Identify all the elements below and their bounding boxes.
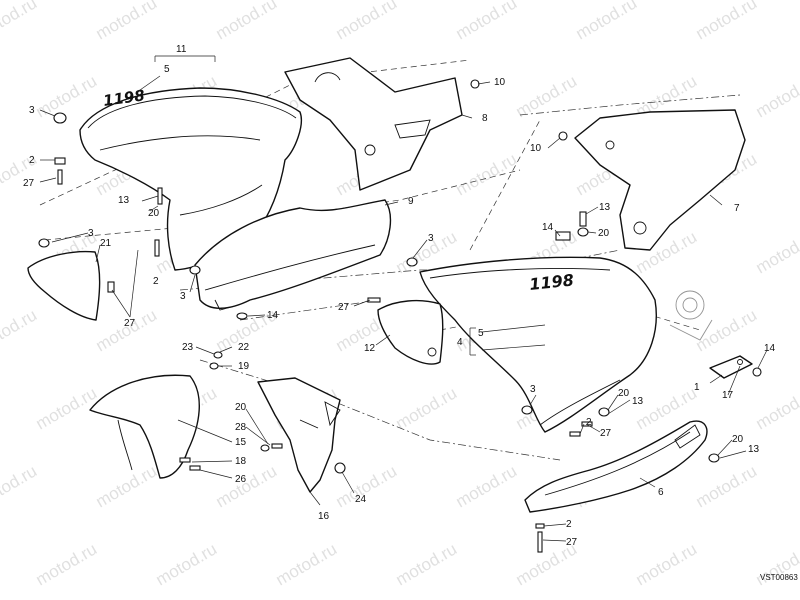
watermark-text: motod.ru <box>33 71 101 121</box>
callout-20-lower-left: 20 <box>235 402 247 413</box>
callout-27-upper-left: 27 <box>23 178 35 189</box>
callout-3-left: 3 <box>88 228 94 239</box>
callout-17: 17 <box>722 390 734 401</box>
watermark-text: motod.ru <box>93 0 161 43</box>
callout-13-lower: 13 <box>632 396 644 407</box>
part-side-fairing: 1198 <box>419 256 657 433</box>
callout-23: 23 <box>182 342 194 353</box>
part-front-mudguard <box>89 374 200 479</box>
callout-2-bottom: 2 <box>566 519 572 530</box>
watermark-text: motod.ru <box>753 71 800 121</box>
leader-lines <box>39 55 768 542</box>
watermark-text: motod.ru <box>33 383 101 433</box>
callout-16: 16 <box>318 511 330 522</box>
watermark-text: motod.ru <box>153 539 221 589</box>
hardware <box>38 79 762 553</box>
watermark-text: motod.ru <box>273 539 341 589</box>
callout-20-right: 20 <box>732 434 744 445</box>
callout-3-lower: 3 <box>530 384 536 395</box>
watermark-text: motod.ru <box>0 0 40 43</box>
callout-24: 24 <box>355 494 367 505</box>
watermark-text: motod.ru <box>453 149 521 199</box>
callout-2-left: 2 <box>153 276 159 287</box>
callout-9: 9 <box>408 196 414 207</box>
callout-13-upper-right: 13 <box>599 202 611 213</box>
callout-8: 8 <box>482 113 488 124</box>
watermark-text: motod.ru <box>393 539 461 589</box>
callout-10-right: 10 <box>530 143 542 154</box>
part-upper-panel <box>284 57 463 191</box>
tail-model-badge: 1198 <box>102 86 146 110</box>
callout-labels: 11 5 3 2 27 10 8 10 7 9 13 20 14 13 20 3… <box>23 44 776 548</box>
side-model-badge: 1198 <box>528 270 574 294</box>
watermark-text: motod.ru <box>213 461 281 511</box>
callout-5-side: 5 <box>478 328 484 339</box>
part-belly-pan <box>524 420 708 513</box>
callout-27-lower: 27 <box>600 428 612 439</box>
watermark-text: motod.ru <box>753 383 800 433</box>
callout-6: 6 <box>658 487 664 498</box>
watermark-text: motod.ru <box>393 383 461 433</box>
watermark-text: motod.ru <box>93 461 161 511</box>
part-bracket-12 <box>377 299 444 365</box>
callout-12: 12 <box>364 343 376 354</box>
callout-22: 22 <box>238 342 250 353</box>
watermark-text: motod.ru <box>453 0 521 43</box>
part-bracket-1 <box>709 355 753 379</box>
callout-3-upper-left: 3 <box>29 105 35 116</box>
watermark-text: motod.ru <box>0 461 40 511</box>
callout-14-mid: 14 <box>267 310 279 321</box>
callout-7: 7 <box>734 203 740 214</box>
watermark-text: motod.ru <box>633 539 701 589</box>
callout-20-left: 20 <box>148 208 160 219</box>
part-lower-liner <box>194 199 392 311</box>
callout-26: 26 <box>235 474 247 485</box>
watermark-text: motod.ru <box>693 461 761 511</box>
callout-27-mid: 27 <box>338 302 350 313</box>
callout-27-bottom: 27 <box>566 537 578 548</box>
part-left-cover-21 <box>27 250 101 321</box>
watermark-text: motod.ru <box>693 0 761 43</box>
callout-14-right: 14 <box>764 343 776 354</box>
callout-15: 15 <box>235 437 247 448</box>
callout-20-upper-right: 20 <box>598 228 610 239</box>
callout-11: 11 <box>176 44 187 55</box>
engine-ghost <box>669 290 713 341</box>
callout-19: 19 <box>238 361 250 372</box>
callout-13-left: 13 <box>118 195 130 206</box>
callout-18: 18 <box>235 456 247 467</box>
watermark-text: motod.ru <box>453 461 521 511</box>
watermark-text: motod.ru <box>33 539 101 589</box>
callout-4: 4 <box>457 337 463 348</box>
callout-10-upper: 10 <box>494 77 506 88</box>
callout-3-mid: 3 <box>428 233 434 244</box>
part-radiator-cover <box>257 377 341 493</box>
callout-21: 21 <box>100 238 112 249</box>
watermark-text: motod.ru <box>213 0 281 43</box>
drawing-code: VST00863 <box>760 573 798 582</box>
watermark-text: motod.ru <box>0 305 40 355</box>
callout-2-upper-left: 2 <box>29 155 35 166</box>
watermark-text: motod.ru <box>753 227 800 277</box>
watermark-text: motod.ru <box>513 71 581 121</box>
callout-27-left: 27 <box>124 318 136 329</box>
part-side-panel-right <box>574 109 746 251</box>
watermark-text: motod.ru <box>93 305 161 355</box>
callout-5-upper: 5 <box>164 64 170 75</box>
watermark-text: motod.ru <box>573 0 641 43</box>
callout-14-upper-right: 14 <box>542 222 554 233</box>
callout-20-lower: 20 <box>618 388 630 399</box>
watermark-text: motod.ru <box>333 0 401 43</box>
callout-28: 28 <box>235 422 247 433</box>
watermark-text: motod.ru <box>693 305 761 355</box>
callout-2-lower: 2 <box>586 417 592 428</box>
callout-3-center: 3 <box>180 291 186 302</box>
callout-13-right: 13 <box>748 444 760 455</box>
callout-1: 1 <box>694 382 700 393</box>
